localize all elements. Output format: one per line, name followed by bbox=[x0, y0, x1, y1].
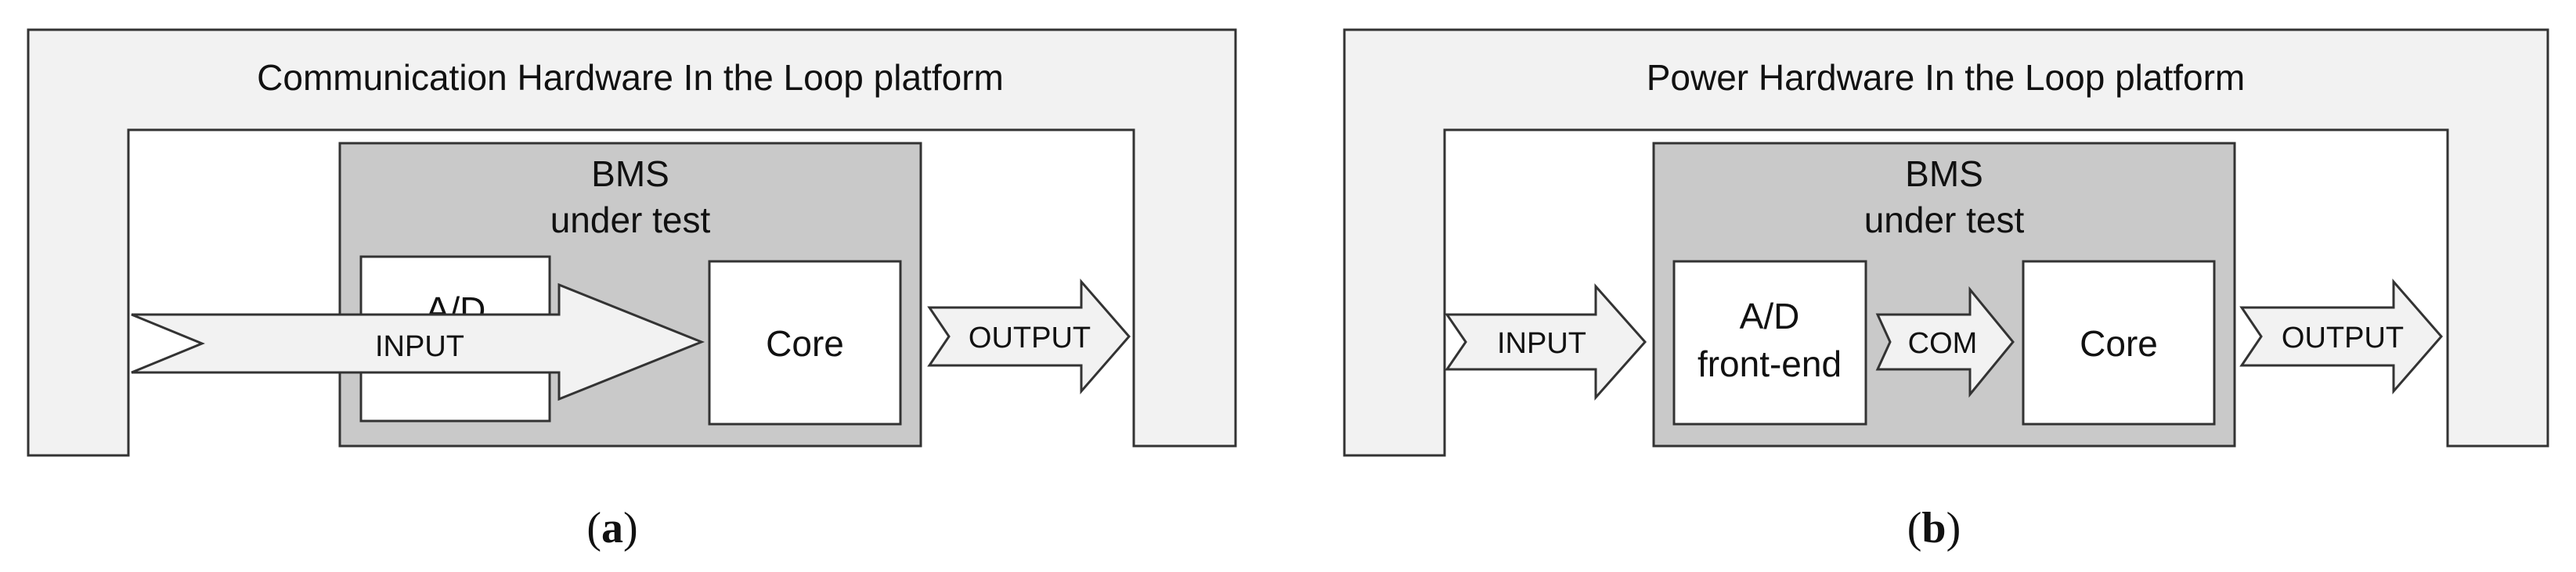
com-label-b: COM bbox=[1908, 327, 1978, 360]
output-arrow-b[interactable] bbox=[2239, 278, 2443, 395]
platform-frame-b bbox=[1343, 28, 2549, 457]
output-label-b: OUTPUT bbox=[2282, 322, 2404, 354]
caption-b: (b) bbox=[1907, 504, 1961, 552]
ad-label-line2-b: front-end bbox=[1697, 344, 1842, 384]
ad-frontend-box-b bbox=[1672, 260, 1867, 426]
ad-label-line1-b: A/D bbox=[1740, 296, 1800, 336]
core-box-b bbox=[2022, 260, 2216, 426]
output-label-a: OUTPUT bbox=[969, 322, 1091, 354]
bms-label-line1-b: BMS bbox=[1905, 153, 1983, 194]
panel-a: Communication Hardware In the Loop platf… bbox=[27, 28, 1237, 552]
com-arrow-b[interactable] bbox=[1875, 286, 2015, 398]
input-arrow-b[interactable] bbox=[1445, 283, 1647, 401]
bms-label-line2-a: under test bbox=[550, 200, 711, 240]
core-label-a: Core bbox=[766, 323, 844, 364]
bms-label-line2-b: under test bbox=[1864, 200, 2025, 240]
core-box-a bbox=[708, 260, 902, 426]
caption-a: (a) bbox=[586, 504, 637, 552]
panel-b: Power Hardware In the Loop platform BMS … bbox=[1343, 28, 2549, 552]
platform-title-b: Power Hardware In the Loop platform bbox=[1647, 57, 2246, 98]
bms-label-line1-a: BMS bbox=[591, 153, 669, 194]
input-label-a: INPUT bbox=[375, 330, 464, 363]
input-arrow-a[interactable] bbox=[131, 282, 705, 401]
platform-frame-a bbox=[27, 28, 1237, 457]
output-arrow-a[interactable] bbox=[927, 278, 1131, 395]
platform-title-a: Communication Hardware In the Loop platf… bbox=[257, 57, 1004, 98]
input-label-b: INPUT bbox=[1497, 327, 1586, 360]
core-label-b: Core bbox=[2080, 323, 2158, 364]
